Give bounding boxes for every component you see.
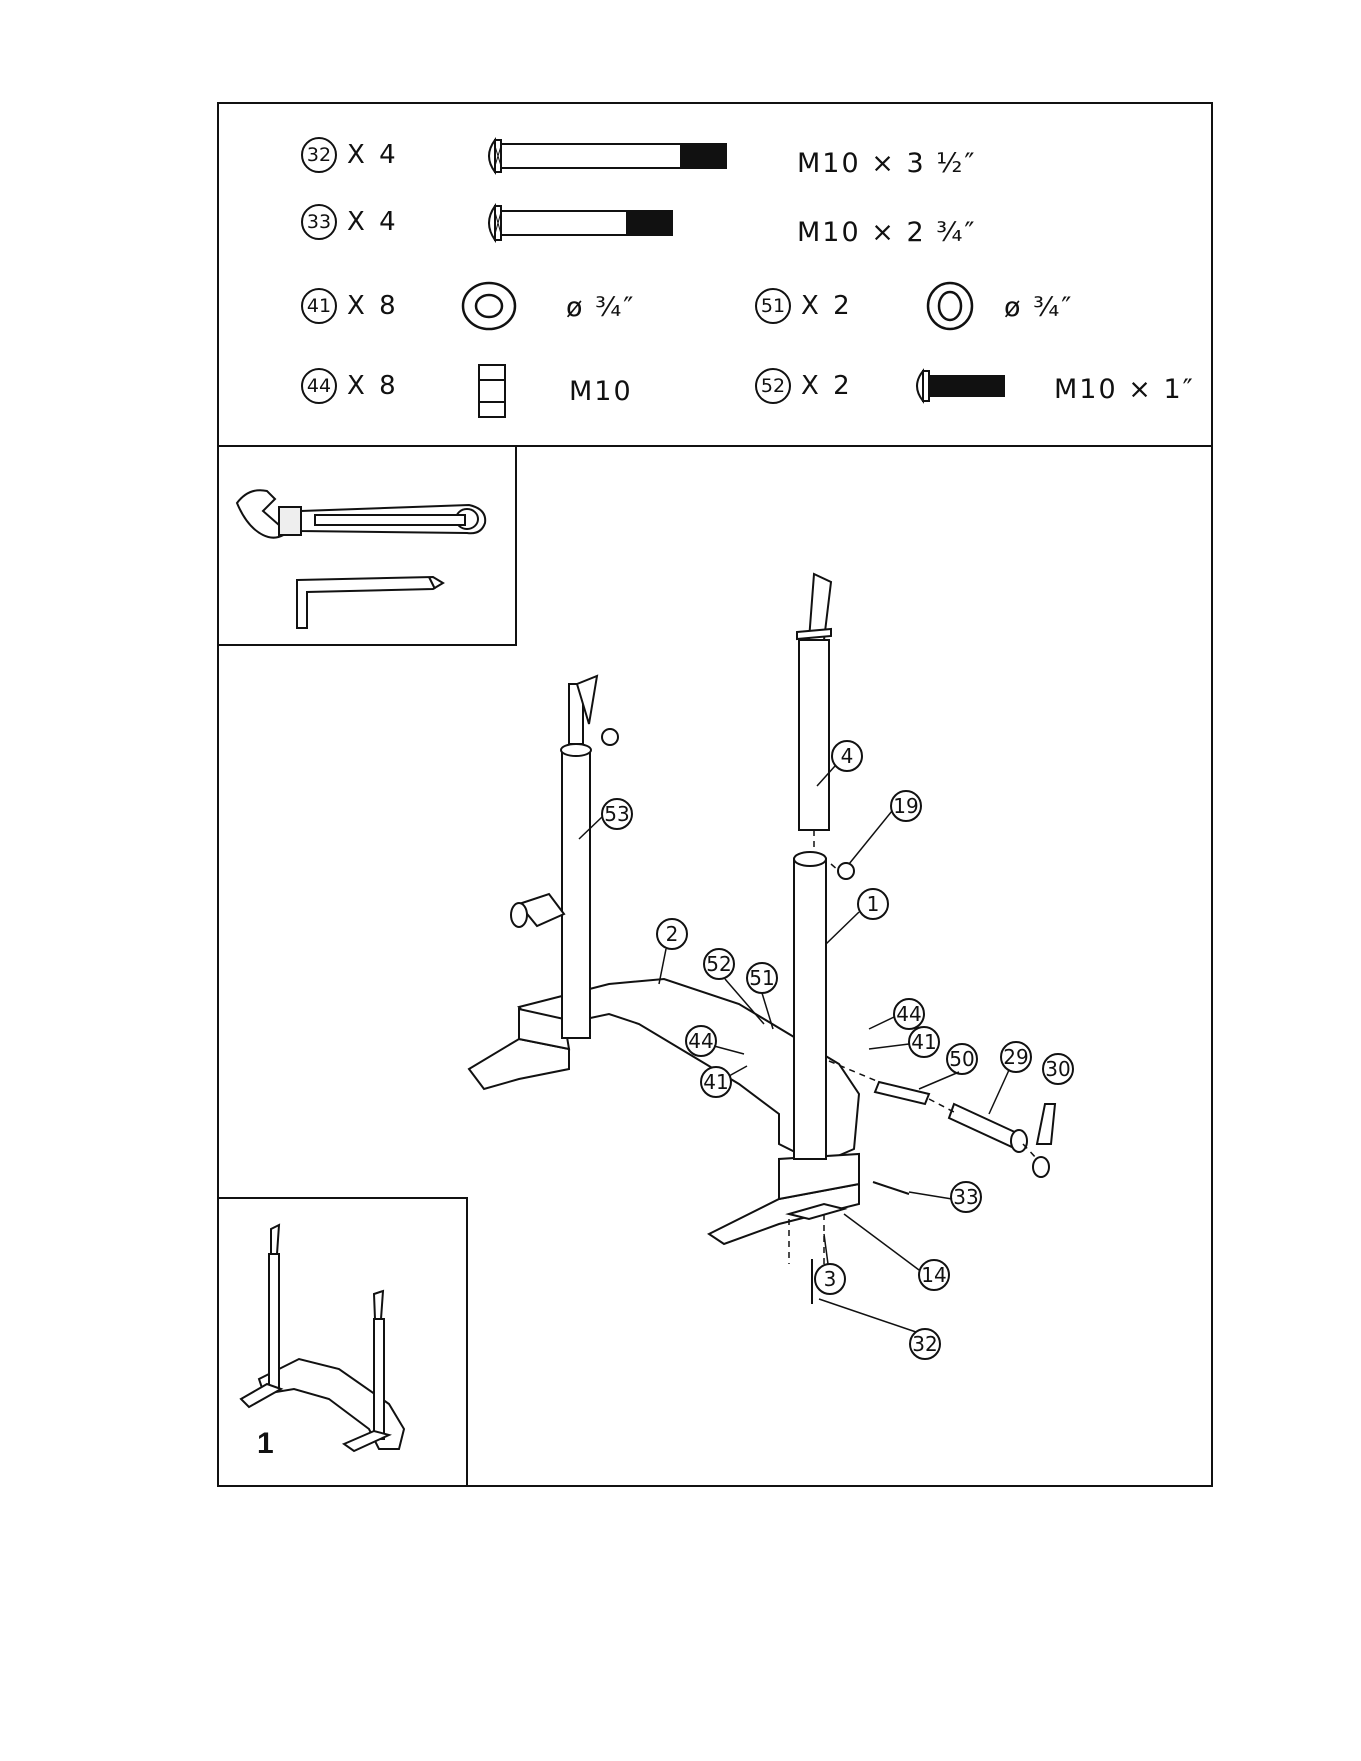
callout-52-label: 52: [706, 952, 731, 976]
tools-illustration: [219, 447, 515, 644]
callout-32-label: 32: [912, 1332, 937, 1356]
callout-41-left-label: 41: [703, 1070, 728, 1094]
allen-wrench-icon: [297, 577, 443, 628]
callout-44-left-label: 44: [688, 1029, 713, 1053]
callout-2-label: 2: [666, 922, 679, 946]
assembled-stand-thumbnail: [219, 1199, 464, 1483]
adjustable-wrench-icon: [237, 490, 485, 537]
callout-1-label: 1: [867, 892, 880, 916]
callout-30-label: 30: [1045, 1057, 1070, 1081]
callout-51-label: 51: [749, 966, 774, 990]
callout-33-label: 33: [953, 1185, 978, 1209]
assembly-frame: 32 X 4 M10 × 3 ½″ 33 X 4 M10 × 2 ¾″ 41 X: [217, 102, 1213, 1487]
tools-panel: [219, 447, 517, 646]
callout-19-label: 19: [893, 794, 918, 818]
step-number: 1: [257, 1427, 274, 1461]
callout-41-right-label: 41: [911, 1030, 936, 1054]
callout-3-label: 3: [824, 1267, 837, 1291]
assembled-overview-panel: 1: [219, 1197, 468, 1485]
callout-29-label: 29: [1003, 1045, 1028, 1069]
callout-53-label: 53: [604, 802, 629, 826]
callout-14-label: 14: [921, 1263, 946, 1287]
callout-50-label: 50: [949, 1047, 974, 1071]
callout-4-label: 4: [841, 744, 854, 768]
callout-44-right-label: 44: [896, 1002, 921, 1026]
